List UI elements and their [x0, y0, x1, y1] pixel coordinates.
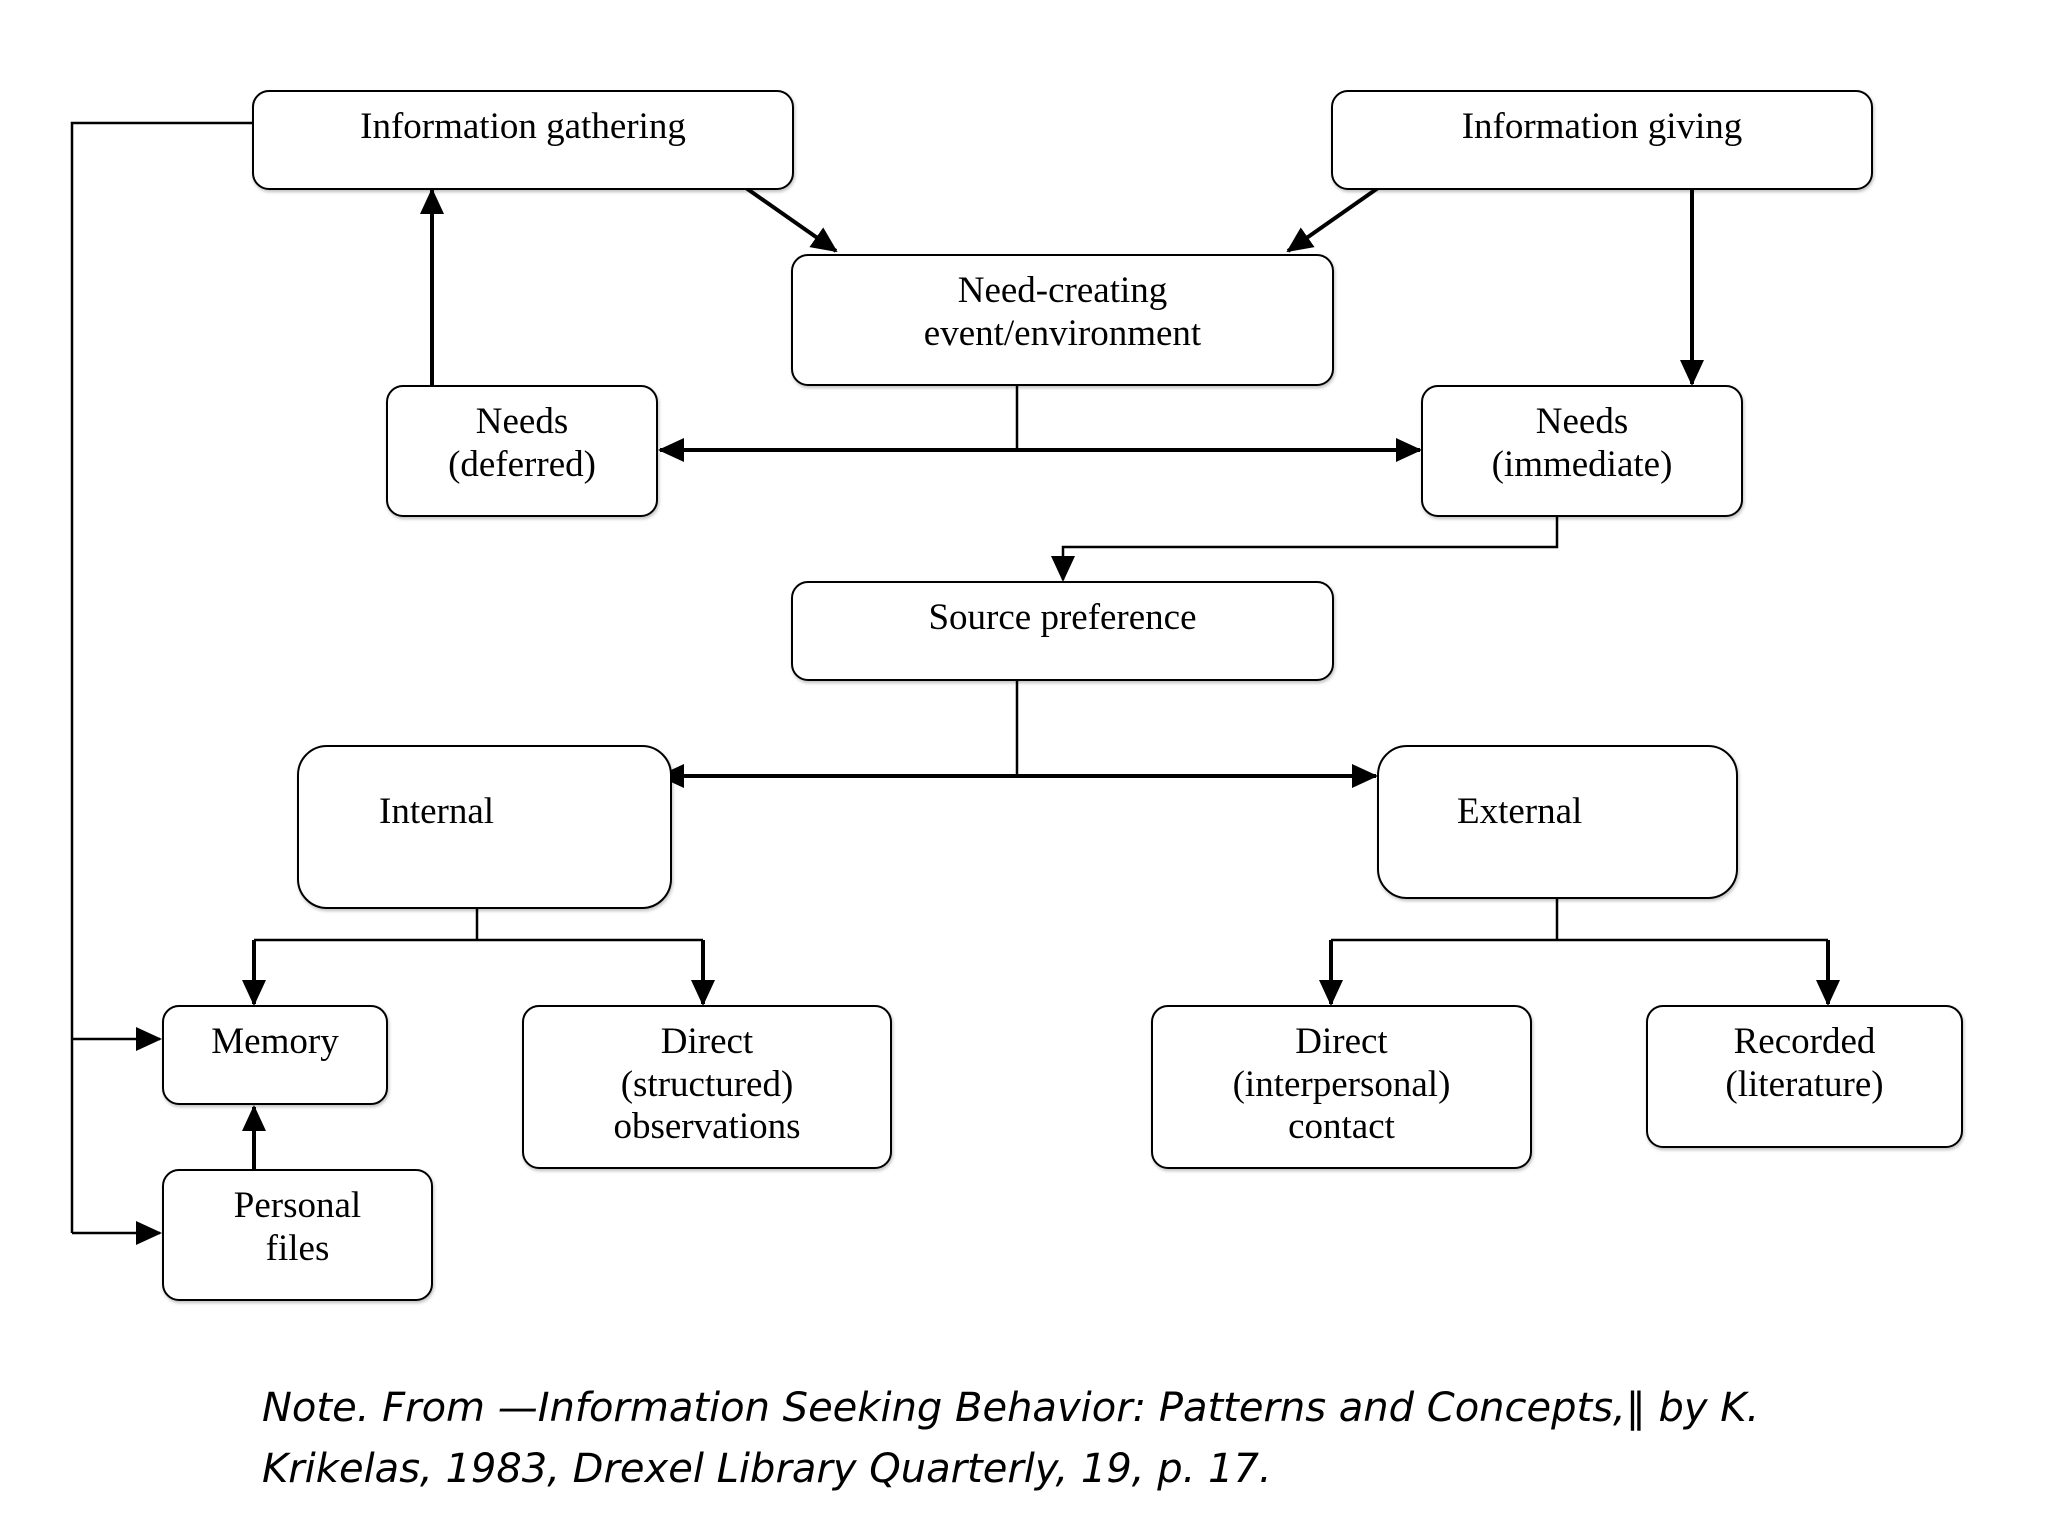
box-internal: Internal [297, 745, 672, 909]
arrow-gathering-to-need [744, 186, 838, 253]
box-direct-structured-observations: Direct (structured) observations [522, 1005, 892, 1169]
box-external: External [1377, 745, 1738, 899]
citation-note: Note. From —Information Seeking Behavior… [262, 1385, 1760, 1492]
line-feedback-loop [70, 121, 253, 1233]
box-information-gathering: Information gathering [252, 90, 794, 190]
box-source-preference: Source preference [791, 581, 1334, 681]
box-need-creating-event: Need-creating event/environment [791, 254, 1334, 386]
box-information-giving: Information giving [1331, 90, 1873, 190]
arrow-giving-to-need [1286, 186, 1380, 253]
box-memory: Memory [162, 1005, 388, 1105]
box-direct-interpersonal-contact: Direct (interpersonal) contact [1151, 1005, 1532, 1169]
box-recorded-literature: Recorded (literature) [1646, 1005, 1963, 1148]
arrow-immediate-to-source [1051, 516, 1559, 582]
box-needs-deferred: Needs (deferred) [386, 385, 658, 517]
box-personal-files: Personal files [162, 1169, 433, 1301]
box-needs-immediate: Needs (immediate) [1421, 385, 1743, 517]
